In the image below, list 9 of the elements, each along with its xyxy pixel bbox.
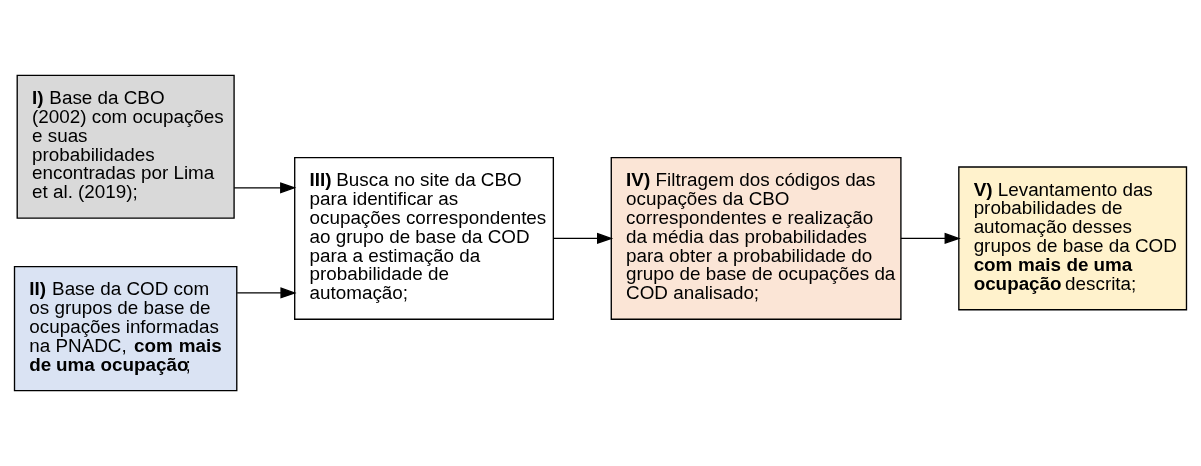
node-box: III) Busca no site da CBO para identificar as ocupações correspondentes ao grupo de base da COD para a estimação da probabilidade de automação; (294, 156, 555, 320)
node-box: II) Base da COD com os grupos de base de ocupações informadas na PNADC, com mais de uma ocupação; (13, 266, 238, 392)
arrow (236, 287, 297, 299)
node-box: V) Levantamento das probabilidades de automação desses grupos de base da COD com mais de uma ocupação descrita; (958, 166, 1188, 311)
arrow (900, 232, 961, 245)
node-box: I) Base da CBO (2002) com ocupações e suas probabilidades encontradas por Lima et al. (2019); (16, 74, 235, 219)
arrow (233, 182, 297, 194)
arrow (552, 232, 614, 245)
node-box: IV) Filtragem dos códigos das ocupações da CBO correspondentes e realização da média das probabilidades para obter a probabilidade do grupo de base de ocupações da COD analisado; (610, 156, 902, 320)
